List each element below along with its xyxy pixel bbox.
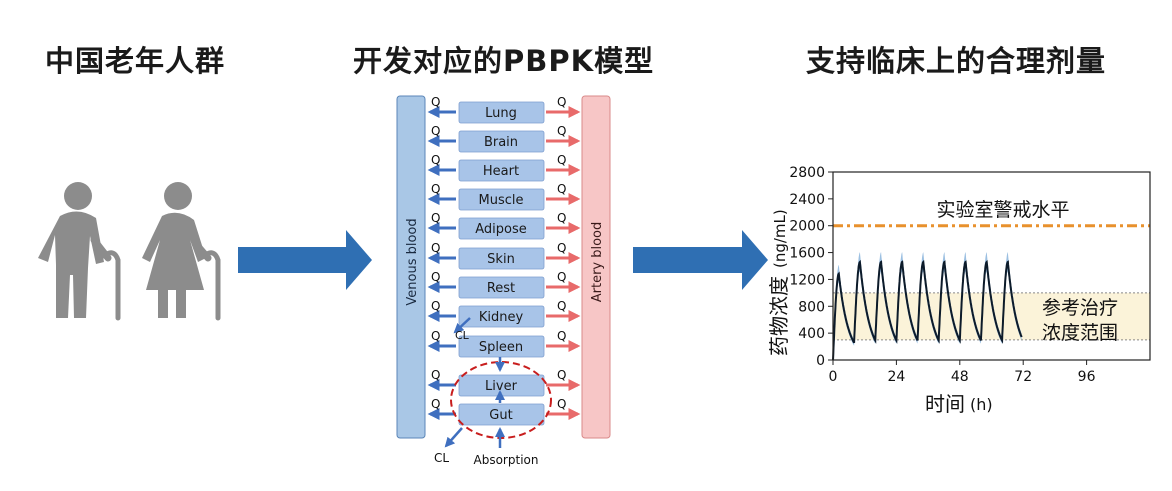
plot-frame: [832, 171, 1151, 361]
x-tick-label: 48: [951, 369, 969, 385]
kidney-clearance-arrow: [453, 317, 471, 334]
flow-arrow-to-dosing: [633, 230, 768, 290]
concentration-mean-line: [832, 259, 1023, 361]
venous-flow-label: Q: [431, 124, 440, 138]
arterial-flow-label: Q: [557, 329, 566, 343]
y-tick-label: 400: [798, 326, 825, 342]
y-tick-label: 2000: [789, 219, 825, 235]
y-axis-label: 药物浓度: [767, 276, 791, 356]
organ-box: [458, 403, 545, 426]
elderly-woman-with-cane-icon: [142, 182, 221, 321]
x-tick-label: 96: [1078, 369, 1096, 385]
venous-flow-label: Q: [431, 299, 440, 313]
organ-kidney: Kidney Q Q: [427, 299, 581, 328]
organ-box: [458, 159, 545, 182]
venous-flow-label: Q: [431, 182, 440, 196]
concentration-time-chart: 0 400 800 1200 1600 2000 2400 2800 0 24 48 72 96 实验室…: [767, 165, 1151, 416]
organ-label: Muscle: [479, 193, 524, 208]
venous-blood-label: Venous blood: [405, 218, 420, 305]
organ-box: [458, 335, 545, 358]
y-tick-label: 0: [816, 353, 825, 369]
heading-population: 中国老年人群: [45, 44, 226, 78]
heading-dosing: 支持临床上的合理剂量: [806, 44, 1107, 78]
x-tick-label: 24: [887, 369, 905, 385]
x-tick-label: 0: [829, 369, 838, 385]
y-axis-unit: (ng/mL): [771, 209, 789, 268]
organ-brain: Brain Q Q: [427, 124, 581, 153]
arterial-flow-label: Q: [557, 124, 566, 138]
organ-spleen: Spleen Q Q: [427, 329, 581, 358]
x-axis-label: 时间: [925, 392, 965, 416]
y-tick-label: 2400: [789, 192, 825, 208]
venous-flow-label: Q: [431, 153, 440, 167]
arterial-flow-label: Q: [557, 211, 566, 225]
arterial-flow-label: Q: [557, 95, 566, 109]
therapeutic-range-label-line1: 参考治疗: [1042, 297, 1118, 319]
organ-liver: Liver Q Q: [427, 368, 581, 397]
organ-label: Heart: [483, 164, 519, 179]
organ-label: Liver: [485, 379, 518, 394]
venous-flow-label: Q: [431, 329, 440, 343]
arterial-flow-label: Q: [557, 153, 566, 167]
venous-flow-label: Q: [431, 397, 440, 411]
organ-label: Brain: [484, 135, 518, 150]
therapeutic-range-label-line2: 浓度范围: [1042, 322, 1118, 344]
flow-arrow-to-model: [238, 230, 372, 290]
artery-blood-label: Artery blood: [590, 222, 605, 303]
x-axis-title: 时间 (h): [925, 392, 993, 416]
organ-label: Adipose: [475, 222, 527, 237]
organ-label: Rest: [487, 281, 515, 296]
heading-pbpk-model: 开发对应的PBPK模型: [353, 44, 655, 78]
venous-flow-label: Q: [431, 95, 440, 109]
organ-box: [458, 101, 545, 124]
y-tick-label: 800: [798, 299, 825, 315]
organ-adipose: Adipose Q Q: [427, 211, 581, 240]
organ-box: [458, 276, 545, 299]
kidney-clearance-label: CL: [455, 329, 470, 342]
organ-lung: Lung Q Q: [427, 95, 581, 124]
y-tick-label: 1600: [789, 246, 825, 262]
absorption-label: Absorption: [474, 453, 539, 467]
arterial-flow-label: Q: [557, 368, 566, 382]
organ-gut: Gut Q Q: [427, 397, 581, 426]
organ-label: Spleen: [479, 340, 523, 355]
organ-box: [458, 247, 545, 270]
elderly-man-with-cane-icon: [38, 182, 121, 321]
arterial-flow-label: Q: [557, 270, 566, 284]
venous-blood-column: [396, 95, 426, 439]
organ-muscle: Muscle Q Q: [427, 182, 581, 211]
alert-level-label: 实验室警戒水平: [936, 199, 1069, 221]
arterial-flow-label: Q: [557, 397, 566, 411]
artery-blood-column: [581, 95, 611, 439]
organ-box: [458, 188, 545, 211]
organ-label: Skin: [487, 252, 515, 267]
gut-clearance-arrow: [444, 427, 463, 448]
gut-clearance-label: CL: [434, 451, 449, 465]
arterial-flow-label: Q: [557, 241, 566, 255]
organ-label: Gut: [489, 408, 512, 423]
x-tick-label: 72: [1014, 369, 1032, 385]
organ-box: [458, 305, 545, 328]
x-axis-unit: (h): [970, 395, 993, 414]
organ-label: Kidney: [479, 310, 524, 325]
venous-flow-label: Q: [431, 368, 440, 382]
organ-rest: Rest Q Q: [427, 270, 581, 299]
venous-flow-label: Q: [431, 211, 440, 225]
organ-heart: Heart Q Q: [427, 153, 581, 182]
venous-flow-label: Q: [431, 241, 440, 255]
y-tick-label: 1200: [789, 272, 825, 288]
organ-label: Lung: [485, 106, 517, 121]
y-axis-title: 药物浓度 (ng/mL): [767, 209, 791, 356]
venous-flow-label: Q: [431, 270, 440, 284]
organ-skin: Skin Q Q: [427, 241, 581, 270]
arterial-flow-label: Q: [557, 182, 566, 196]
y-tick-label: 2800: [789, 165, 825, 181]
organ-box: [458, 217, 545, 240]
arterial-flow-label: Q: [557, 299, 566, 313]
organ-box: [458, 130, 545, 153]
